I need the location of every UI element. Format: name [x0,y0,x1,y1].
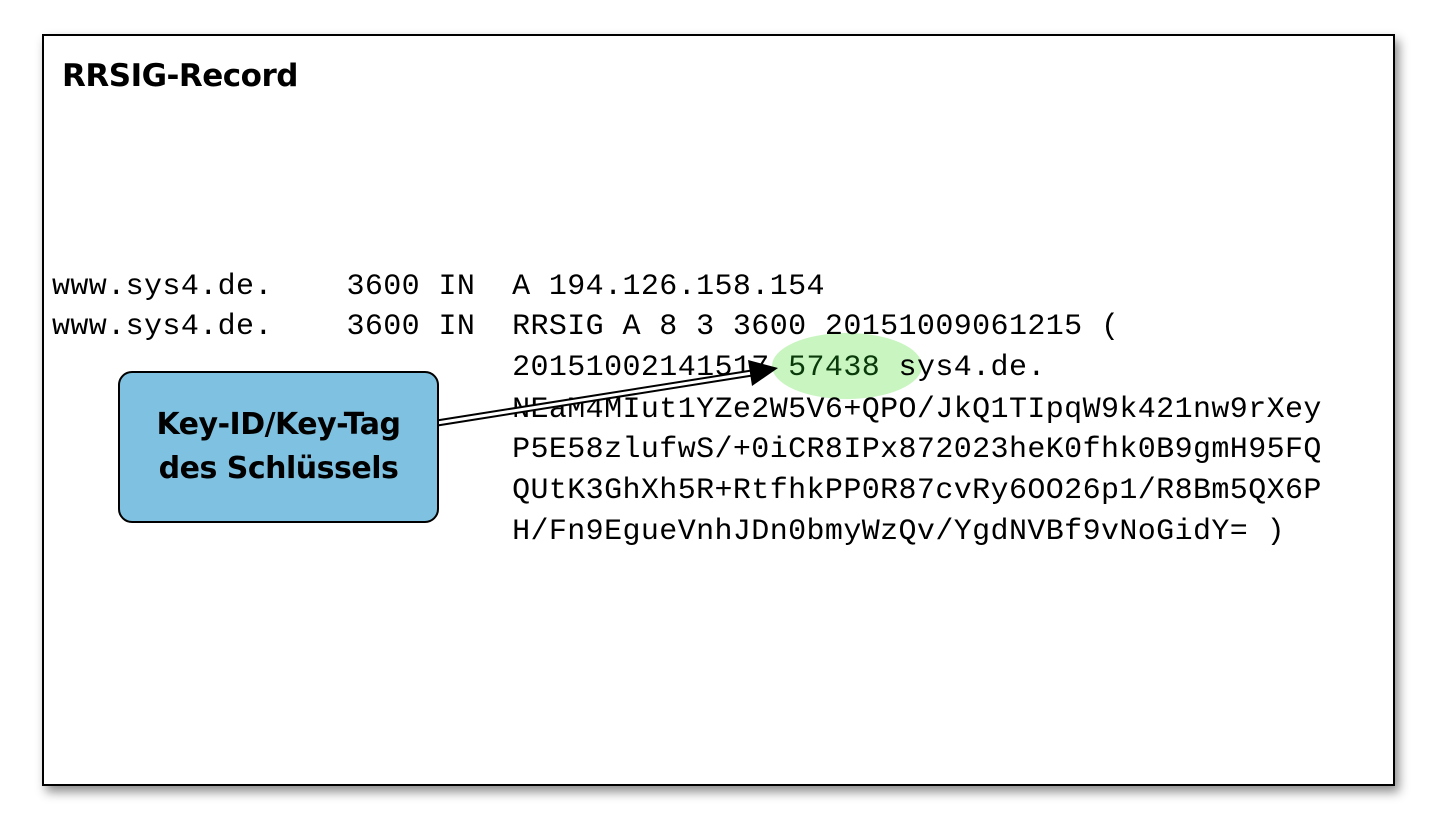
a-record-line: www.sys4.de. 3600 IN A 194.126.158.154 [52,270,825,304]
rrsig-record-line: www.sys4.de. 3600 IN RRSIG A 8 3 3600 20… [52,310,1120,344]
callout-arrow [436,360,778,427]
key-tag-callout: Key-ID/Key-Tag des Schlüssels [118,371,439,523]
signature-line: H/Fn9EgueVnhJDn0bmyWzQv/YgdNVBf9vNoGidY=… [52,515,1285,549]
callout-line-2: des Schlüssels [158,451,399,486]
arrowhead-icon [748,360,778,386]
callout-line-1: Key-ID/Key-Tag [156,407,401,442]
signature-line: P5E58zlufwS/+0iCR8IPx872023heK0fhk0B9gmH… [52,433,1322,467]
key-tag-highlight [772,333,922,399]
slide-title: RRSIG-Record [62,58,298,94]
signature-line: NEaM4MIut1YZe2W5V6+QPO/JkQ1TIpqW9k421nw9… [52,393,1322,427]
signer-name: sys4.de. [880,351,1046,385]
key-tag-value: 57438 [788,351,881,385]
rrsig-inception-line: 20151002141517 57438 sys4.de. [52,348,1046,388]
signature-line: QUtK3GhXh5R+RtfhkPP0R87cvRy6OO26p1/R8Bm5… [52,474,1322,508]
